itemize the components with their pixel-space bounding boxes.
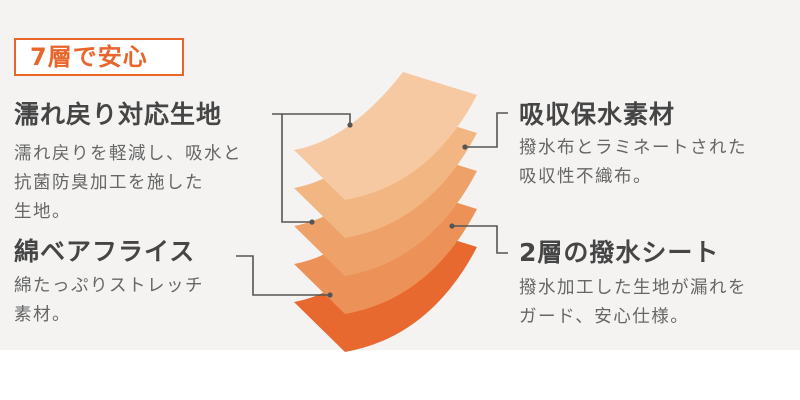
left-feature-1-desc: 濡れ戻りを軽減し、吸水と 抗菌防臭加工を施した 生地。 xyxy=(14,140,242,227)
right-feature-2-desc: 撥水加工した生地が漏れを ガード、安心仕様。 xyxy=(519,274,747,332)
right-feature-2-title: 2層の撥水シート xyxy=(519,238,720,267)
leader-dot xyxy=(327,292,333,298)
leader-dot xyxy=(347,122,353,128)
leader-line xyxy=(236,255,330,296)
leader-line xyxy=(465,112,508,148)
desc-line: ガード、安心仕様。 xyxy=(519,307,690,327)
leader-line xyxy=(272,113,351,125)
leader-dot xyxy=(462,144,468,150)
seven-layer-badge: 7層で安心 xyxy=(14,38,184,76)
desc-line: 抗菌防臭加工を施した xyxy=(14,173,204,193)
desc-line: 濡れ戻りを軽減し、吸水と xyxy=(14,144,242,164)
desc-line: 素材。 xyxy=(14,305,71,325)
left-feature-1-title: 濡れ戻り対応生地 xyxy=(14,100,223,129)
desc-line: 吸収性不織布。 xyxy=(519,167,652,187)
desc-line: 生地。 xyxy=(14,202,71,222)
right-feature-1-title: 吸収保水素材 xyxy=(519,100,676,129)
leader-line xyxy=(281,114,312,223)
left-feature-2-title: 綿ベアフライス xyxy=(14,237,196,266)
leader-dot xyxy=(449,223,455,229)
desc-line: 撥水布とラミネートされた xyxy=(519,138,747,158)
fabric-layer xyxy=(294,72,477,200)
leader-line xyxy=(452,225,508,254)
leader-dot xyxy=(309,219,315,225)
left-feature-2-desc: 綿たっぷりストレッチ 素材。 xyxy=(14,272,204,330)
desc-line: 綿たっぷりストレッチ xyxy=(14,276,204,296)
right-feature-1-desc: 撥水布とラミネートされた 吸収性不織布。 xyxy=(519,134,747,192)
desc-line: 撥水加工した生地が漏れを xyxy=(519,278,747,298)
